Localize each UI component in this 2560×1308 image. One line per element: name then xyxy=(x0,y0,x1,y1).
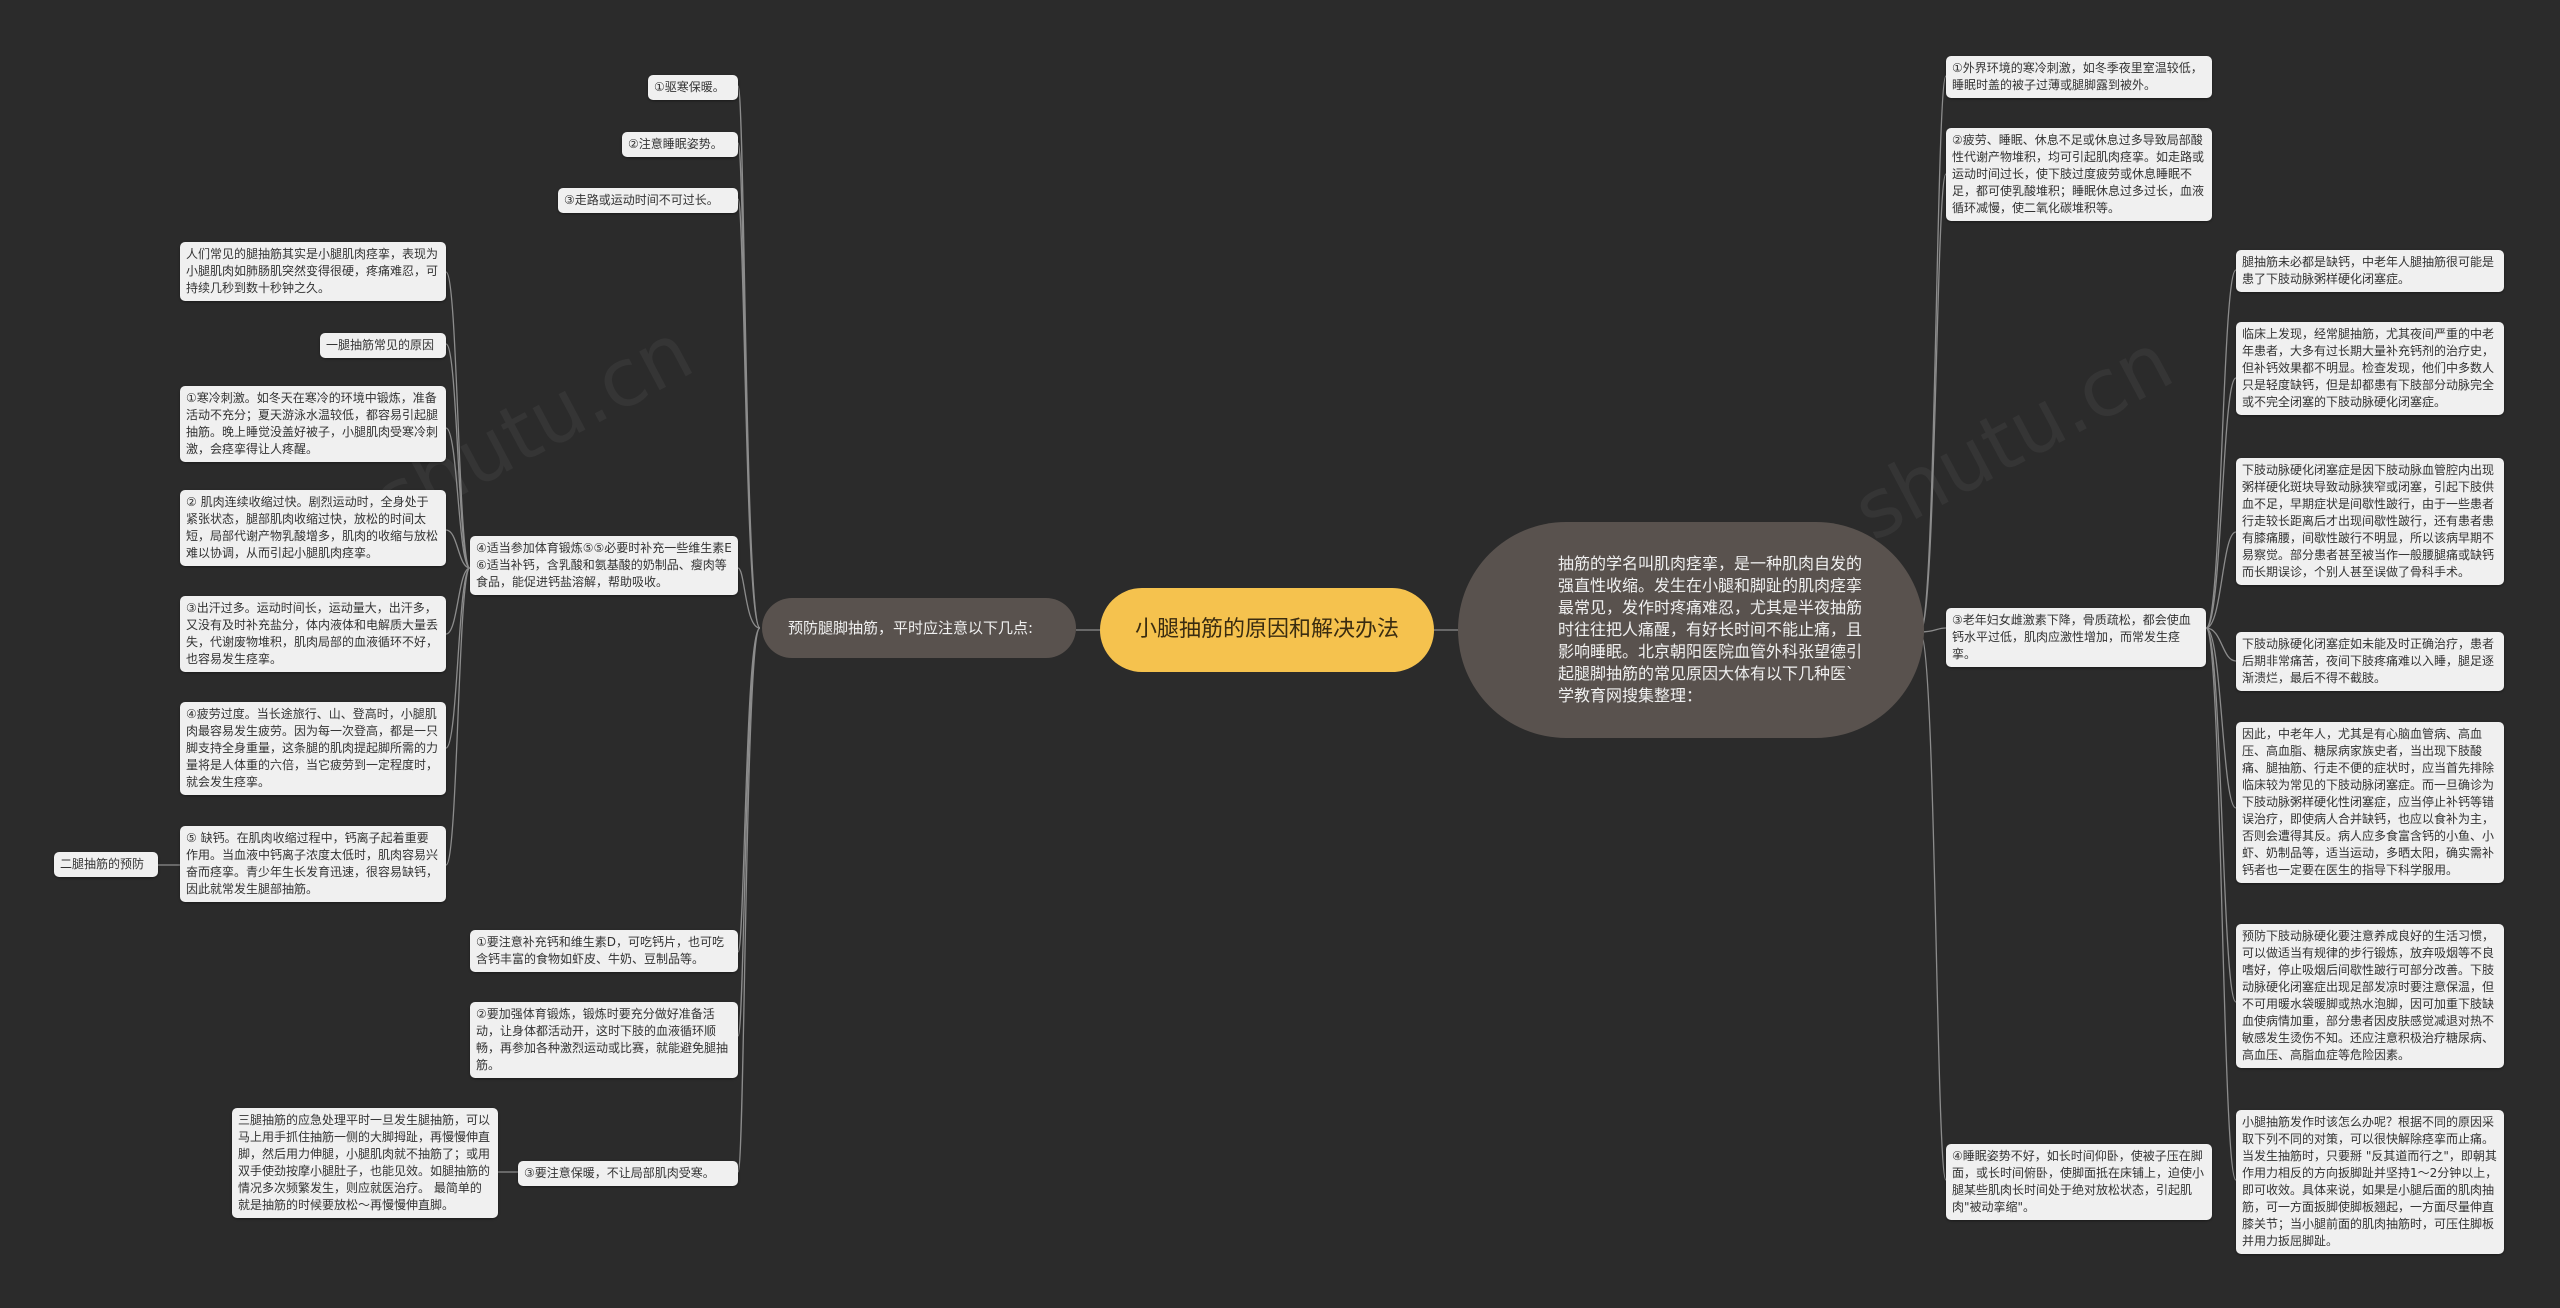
prevent-heading[interactable]: 二腿抽筋的预防 xyxy=(54,852,158,877)
connector xyxy=(2205,627,2237,1003)
cause-estrogen[interactable]: ③老年妇女雌激素下降，骨质疏松，都会使血钙水平过低，肌肉应激性增加，而常发生痉挛… xyxy=(1946,608,2206,667)
connector xyxy=(2205,627,2237,1181)
cause-fatigue-rest[interactable]: ②疲劳、睡眠、休息不足或休息过多导致局部酸性代谢产物堆积，均可引起肌肉痉挛。如走… xyxy=(1946,128,2212,221)
note-prevention[interactable]: 预防下肢动脉硬化要注意养成良好的生活习惯，可以做适当有规律的步行锻炼，放弃吸烟等… xyxy=(2236,924,2504,1068)
connector xyxy=(2205,269,2237,629)
cause-cold[interactable]: ①寒冷刺激。如冬天在寒冷的环境中锻炼，准备活动不充分；夏天游泳水温较低，都容易引… xyxy=(180,386,446,462)
intro-note[interactable]: 人们常见的腿抽筋其实是小腿肌肉痉挛，表现为小腿肌肉如肺肠肌突然变得很硬，疼痛难忍… xyxy=(180,242,446,301)
emergency-note[interactable]: 三腿抽筋的应急处理平时一旦发生腿抽筋，可以马上用手抓住抽筋一侧的大脚拇趾，再慢慢… xyxy=(232,1108,498,1218)
tip-avoid-cold[interactable]: ③要注意保暖，不让局部肌肉受寒。 xyxy=(518,1161,738,1186)
connector xyxy=(1919,75,1947,633)
connector xyxy=(445,567,471,749)
note-elderly-advice[interactable]: 因此，中老年人，尤其是有心脑血管病、高血压、高血脂、糖尿病家族史者，当出现下肢酸… xyxy=(2236,722,2504,883)
connector xyxy=(737,627,761,1173)
branch-causes[interactable]: 抽筋的学名叫肌肉痉挛，是一种肌肉自发的强直性收缩。发生在小腿和脚趾的肌肉痉挛最常… xyxy=(1458,522,1924,738)
cause-environment[interactable]: ①外界环境的寒冷刺激，如冬季夜里室温较低，睡眠时盖的被子过薄或腿脚露到被外。 xyxy=(1946,56,2212,98)
root-topic[interactable]: 小腿抽筋的原因和解决办法 xyxy=(1100,588,1434,672)
branch-prevention[interactable]: 预防腿脚抽筋，平时应注意以下几点: xyxy=(762,598,1076,658)
connector xyxy=(737,198,761,629)
tip-walk-time[interactable]: ③走路或运动时间不可过长。 xyxy=(558,188,738,213)
cause-sleep-posture[interactable]: ④睡眠姿势不好，如长时间仰卧，使被子压在脚面，或长时间俯卧，使脚面抵在床铺上，迫… xyxy=(1946,1144,2212,1220)
note-not-calcium[interactable]: 腿抽筋未必都是缺钙，中老年人腿抽筋很可能是患了下肢动脉粥样硬化闭塞症。 xyxy=(2236,250,2504,292)
connector xyxy=(737,85,761,629)
connector xyxy=(445,567,471,866)
connector xyxy=(445,343,471,569)
connector xyxy=(445,529,471,569)
tip-exercise-vitamin[interactable]: ④适当参加体育锻炼⑤⑤必要时补充一些维生素E ⑥适当补钙，含乳酸和氨基酸的奶制品… xyxy=(470,536,738,595)
cause-heading[interactable]: 一腿抽筋常见的原因 xyxy=(320,333,446,358)
connector xyxy=(445,271,471,569)
connector xyxy=(737,142,761,629)
tip-sleep-posture[interactable]: ②注意睡眠姿势。 xyxy=(622,132,738,157)
tip-calcium[interactable]: ①要注意补充钙和维生素D，可吃钙片，也可吃含钙丰富的食物如虾皮、牛奶、豆制品等。 xyxy=(470,930,738,972)
connector xyxy=(737,627,761,1037)
cause-calcium[interactable]: ⑤ 缺钙。在肌肉收缩过程中，钙离子起着重要作用。当血液中钙离子浓度太低时，肌肉容… xyxy=(180,826,446,902)
cause-sweat[interactable]: ③出汗过多。运动时间长，运动量大，出汗多，又没有及时补充盐分，体内液体和电解质大… xyxy=(180,596,446,672)
connector xyxy=(2205,531,2237,629)
tip-strengthen[interactable]: ②要加强体育锻炼，锻炼时要充分做好准备活动，让身体都活动开，这时下肢的血液循环顺… xyxy=(470,1002,738,1078)
connector xyxy=(2205,627,2237,662)
note-clinical[interactable]: 临床上发现，经常腿抽筋，尤其夜间严重的中老年患者，大多有过长期大量补充钙剂的治疗… xyxy=(2236,322,2504,415)
note-disease-definition[interactable]: 下肢动脉硬化闭塞症是因下肢动脉血管腔内出现粥样硬化斑块导致动脉狭窄或闭塞，引起下… xyxy=(2236,458,2504,585)
connector xyxy=(445,567,471,635)
connector xyxy=(737,567,761,629)
connector xyxy=(2205,627,2237,809)
tip-keep-warm[interactable]: ①驱寒保暖。 xyxy=(648,75,738,100)
connector xyxy=(1919,631,1947,1181)
connector xyxy=(2205,377,2237,629)
note-what-to-do[interactable]: 小腿抽筋发作时该怎么办呢？根据不同的原因采取下列不同的对策，可以很快解除痉挛而止… xyxy=(2236,1110,2504,1254)
cause-fast-contraction[interactable]: ② 肌肉连续收缩过快。剧烈运动时，全身处于紧张状态，腿部肌肉收缩过快，放松的时间… xyxy=(180,490,446,566)
note-late-stage[interactable]: 下肢动脉硬化闭塞症如未能及时正确治疗，患者后期非常痛苦，夜间下肢疼痛难以入睡，腿… xyxy=(2236,632,2504,691)
connector xyxy=(1919,173,1947,633)
cause-fatigue[interactable]: ④疲劳过度。当长途旅行、山、登高时，小腿肌肉最容易发生疲劳。因为每一次登高，都是… xyxy=(180,702,446,795)
connector xyxy=(445,427,471,569)
